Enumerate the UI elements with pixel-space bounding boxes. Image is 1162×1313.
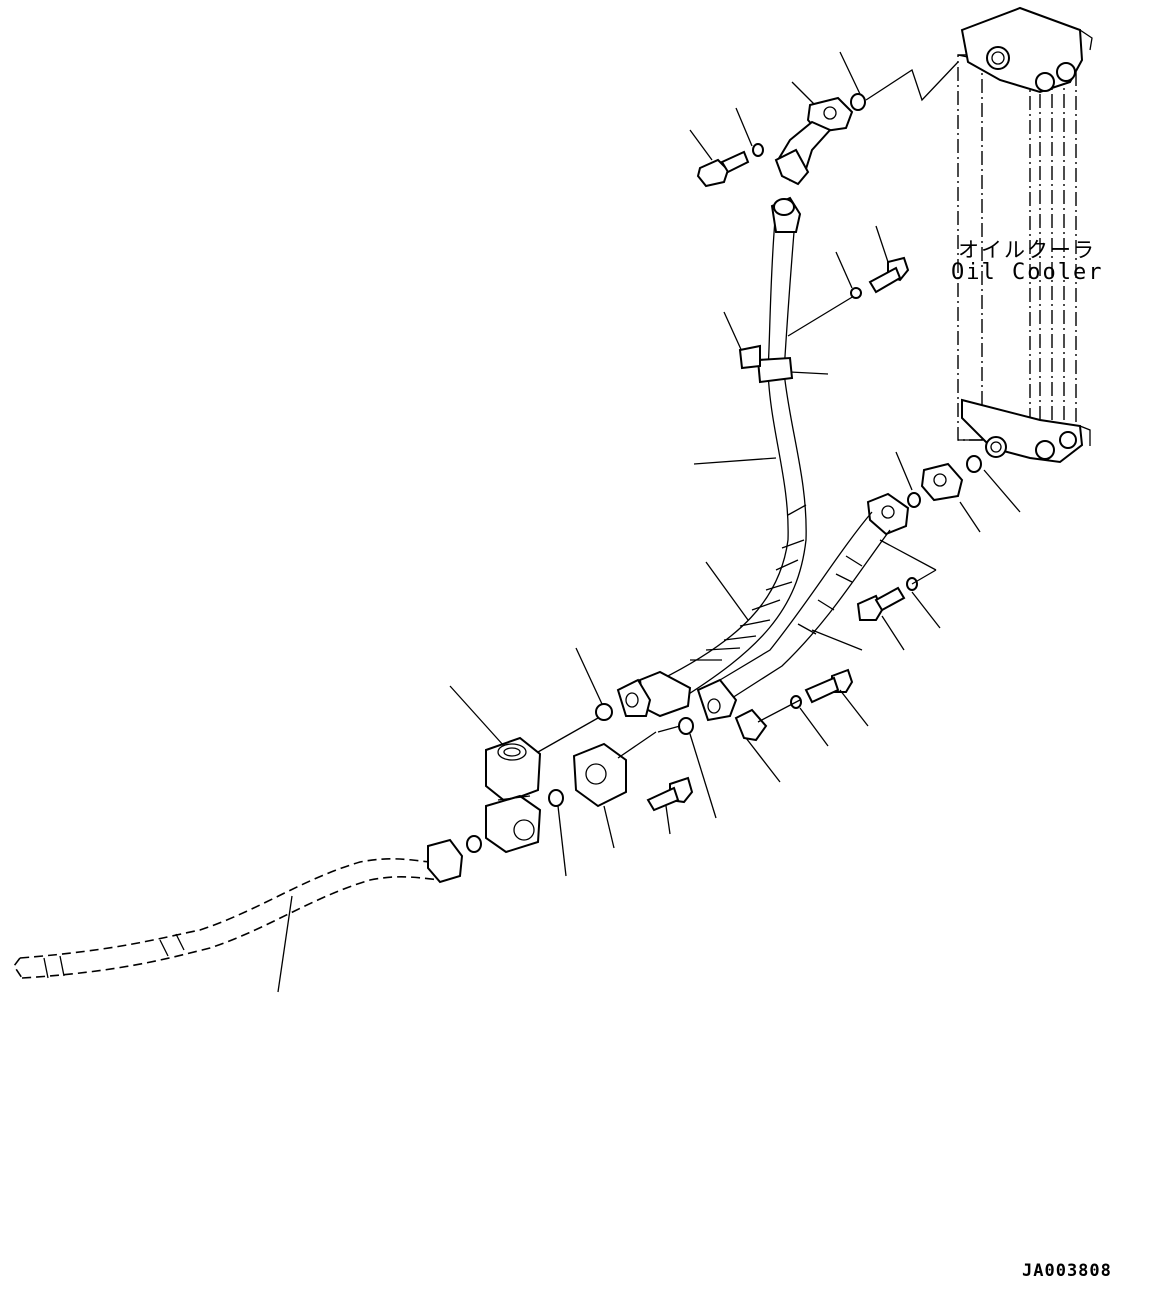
lower-flange-plate: [920, 462, 964, 502]
upper-bolt: [696, 150, 750, 188]
split-flange-block: [572, 742, 627, 808]
valve-block: [485, 736, 542, 854]
oil-cooler-label-en: Oil Cooler: [951, 260, 1104, 285]
drawing-code: JA003808: [1022, 1261, 1112, 1281]
upper-hose: [616, 196, 855, 718]
lower-hose: [696, 492, 910, 722]
upper-o-ring: [850, 93, 866, 111]
leader-lines-lower: [277, 647, 869, 993]
lower-o-ring-a: [907, 492, 921, 508]
leader-lines-upper: [689, 51, 889, 375]
upper-washer: [752, 143, 764, 157]
half-clamp-bolt: [804, 668, 854, 704]
valve-o-ring-b: [548, 789, 564, 807]
oil-cooler-label-jp: オイルクーラ: [958, 238, 1096, 262]
valve-o-ring-c: [466, 835, 482, 853]
flange-bolt: [646, 776, 694, 812]
oil-cooler-outline: [957, 6, 1093, 464]
valve-o-ring-a: [595, 703, 613, 721]
flange-o-ring: [678, 717, 694, 735]
lower-bolt: [856, 586, 906, 621]
half-clamp: [734, 708, 768, 742]
phantom-hose: [13, 838, 464, 979]
clamp-washer: [850, 287, 862, 299]
lower-o-ring-b: [966, 455, 982, 473]
hose-clamp-bolt: [868, 256, 910, 294]
leader-lines-middle: [693, 451, 1021, 651]
upper-elbow-fitting: [774, 96, 854, 186]
